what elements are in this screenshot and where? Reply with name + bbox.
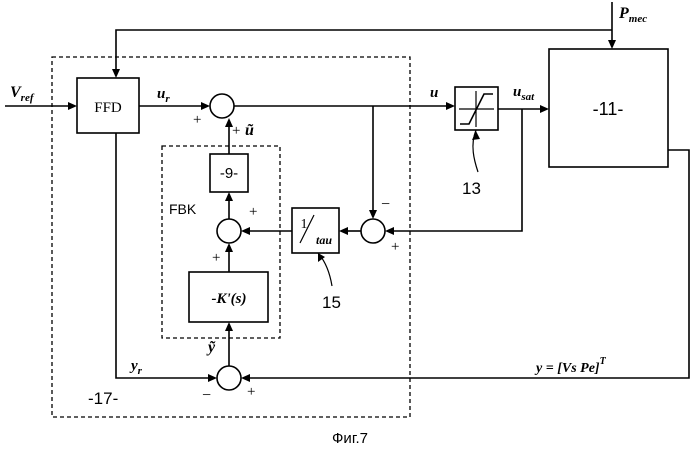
summing-junction-1 [210,94,234,118]
vref-label: Vref [10,84,35,104]
block-9-label: -9- [220,165,238,182]
sum1-bottom-sign: + [232,123,240,139]
ytilde-label: ỹ [206,339,216,356]
sum2-bottom-sign: + [212,250,220,266]
sum3-top-sign: − [381,196,390,213]
fbk-label: FBK [169,201,197,217]
ur-label: ur [157,86,170,105]
block-9: -9- [210,154,248,192]
pmec-label: Pmec [618,5,647,25]
yr-label: yr [129,358,143,377]
sum4-left-sign: − [202,387,211,404]
plant-block: -11- [549,49,668,167]
utilde-label: ũ [245,122,254,139]
plant-label: -11- [593,99,624,119]
u-label: u [430,85,438,101]
usat-label: usat [513,84,535,103]
sum2-right-sign: + [249,204,257,220]
tau-block: 1 tau [292,208,339,253]
summing-junction-3 [361,219,385,243]
sum4-right-sign: + [247,384,255,400]
figure-caption: Фиг.7 [332,430,368,447]
saturation-block [455,87,498,130]
y-vector-label: y = [Vs Pe]T [534,356,607,376]
tau-denominator: tau [316,233,332,247]
sum3-right-sign: + [391,239,399,255]
ref-15: 15 [322,293,341,312]
summing-junction-2 [217,219,241,243]
summing-junction-4 [217,366,241,390]
ffd-block: FFD [77,78,139,133]
kprime-label: -K'(s) [212,291,247,307]
ref-13: 13 [462,179,481,198]
ref-17: -17- [88,389,118,408]
kprime-block: -K'(s) [189,272,268,322]
sum1-left-sign: + [193,112,201,128]
ffd-label: FFD [94,100,122,116]
